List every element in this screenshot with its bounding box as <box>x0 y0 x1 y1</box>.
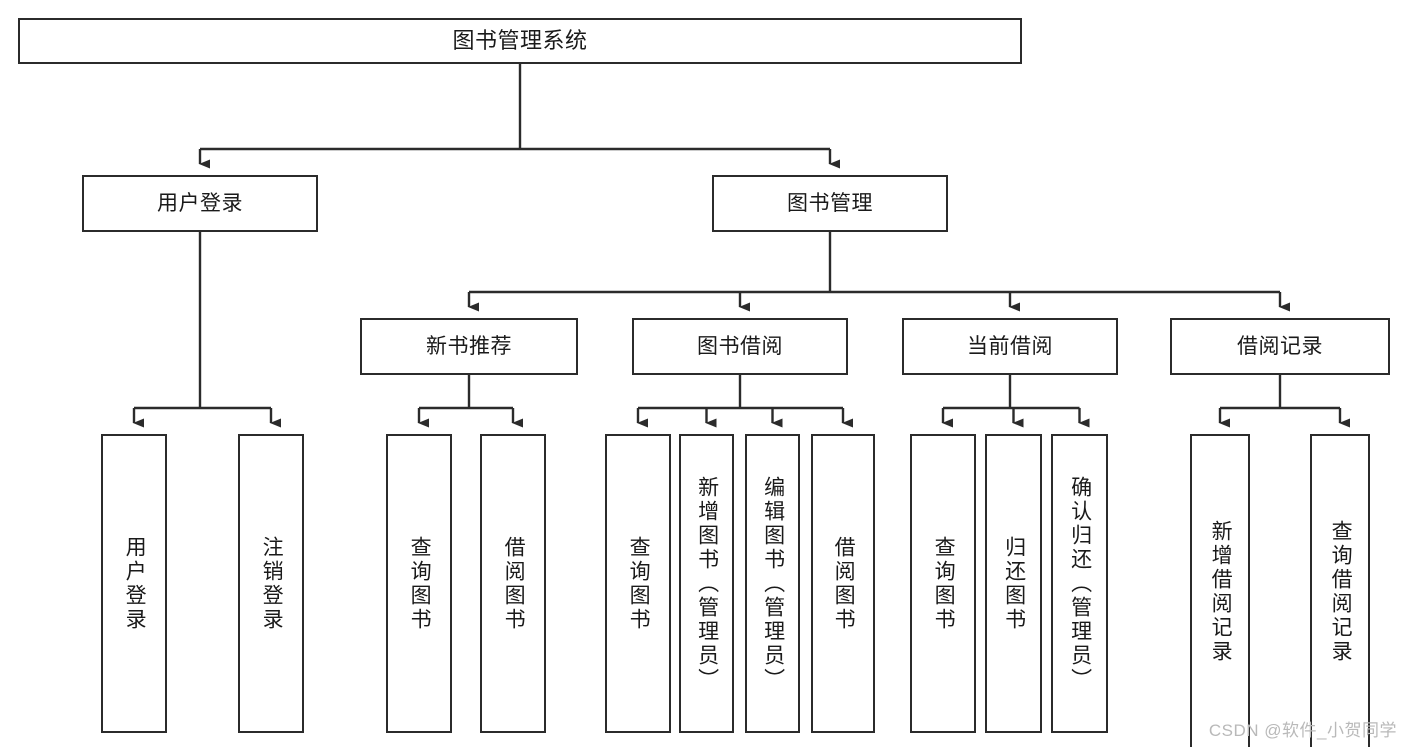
node-leaf-query-record[interactable]: 查询借阅记录 <box>1310 434 1370 747</box>
node-leaf-confirm-return-label: 确认归还（管理员） <box>1068 475 1092 692</box>
node-leaf-query-book-a-label: 查询图书 <box>408 535 432 632</box>
node-new-book-rec-label: 新书推荐 <box>426 334 512 358</box>
node-leaf-borrow-book-a[interactable]: 借阅图书 <box>480 434 546 733</box>
csdn-watermark: CSDN @软件_小贺同学 <box>1208 721 1397 740</box>
node-current-borrow[interactable]: 当前借阅 <box>902 318 1118 375</box>
node-leaf-user-logout[interactable]: 注销登录 <box>238 434 304 733</box>
node-leaf-add-record[interactable]: 新增借阅记录 <box>1190 434 1250 747</box>
node-book-borrow-label: 图书借阅 <box>697 334 783 358</box>
node-leaf-add-record-label: 新增借阅记录 <box>1209 519 1233 664</box>
node-current-borrow-label: 当前借阅 <box>967 334 1053 358</box>
node-user-login-label: 用户登录 <box>157 191 243 215</box>
node-leaf-return-book-label: 归还图书 <box>1002 535 1026 632</box>
node-root[interactable]: 图书管理系统 <box>18 18 1022 64</box>
node-leaf-user-logout-label: 注销登录 <box>260 535 284 632</box>
node-new-book-rec[interactable]: 新书推荐 <box>360 318 578 375</box>
node-book-manage[interactable]: 图书管理 <box>712 175 948 232</box>
node-leaf-query-book-c[interactable]: 查询图书 <box>910 434 976 733</box>
node-book-manage-label: 图书管理 <box>787 191 873 215</box>
node-root-label: 图书管理系统 <box>452 27 588 53</box>
node-leaf-query-record-label: 查询借阅记录 <box>1329 519 1353 664</box>
node-leaf-query-book-b-label: 查询图书 <box>627 535 651 632</box>
node-leaf-user-login-label: 用户登录 <box>123 535 147 632</box>
node-leaf-borrow-book-a-label: 借阅图书 <box>502 535 526 632</box>
node-leaf-user-login[interactable]: 用户登录 <box>101 434 167 733</box>
node-leaf-edit-book[interactable]: 编辑图书（管理员） <box>745 434 800 733</box>
node-book-borrow[interactable]: 图书借阅 <box>632 318 848 375</box>
node-borrow-record[interactable]: 借阅记录 <box>1170 318 1390 375</box>
node-leaf-query-book-b[interactable]: 查询图书 <box>605 434 671 733</box>
node-leaf-borrow-book-b-label: 借阅图书 <box>832 535 856 632</box>
node-leaf-return-book[interactable]: 归还图书 <box>985 434 1042 733</box>
node-borrow-record-label: 借阅记录 <box>1237 334 1323 358</box>
node-user-login[interactable]: 用户登录 <box>82 175 318 232</box>
node-leaf-add-book-label: 新增图书（管理员） <box>695 475 719 692</box>
node-leaf-edit-book-label: 编辑图书（管理员） <box>761 475 785 692</box>
node-leaf-add-book[interactable]: 新增图书（管理员） <box>679 434 734 733</box>
node-leaf-query-book-c-label: 查询图书 <box>932 535 956 632</box>
node-leaf-borrow-book-b[interactable]: 借阅图书 <box>811 434 875 733</box>
node-leaf-query-book-a[interactable]: 查询图书 <box>386 434 452 733</box>
node-leaf-confirm-return[interactable]: 确认归还（管理员） <box>1051 434 1108 733</box>
